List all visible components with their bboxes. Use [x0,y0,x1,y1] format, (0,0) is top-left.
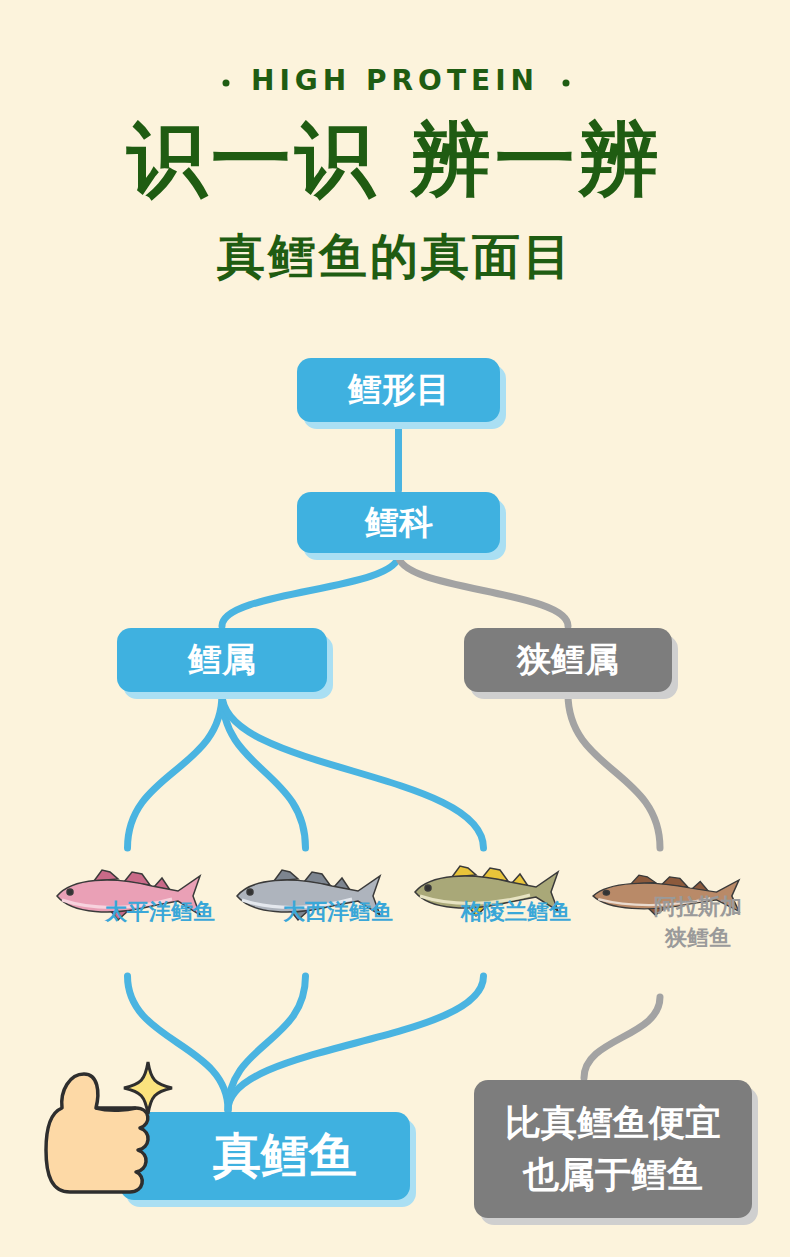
sparkle-icon [124,1062,172,1114]
node-label: 真鳕鱼 [213,1124,357,1188]
species-node: 格陵兰鳕鱼 [396,850,571,974]
genus-box: 鳕属 [117,628,327,692]
note-box: 比真鳕鱼便宜 也属于鳕鱼 [474,1080,752,1218]
connector [128,694,223,848]
title: 识一识 辨一辨 [0,112,790,208]
node-label: 阿拉斯加 狭鳕鱼 [650,892,745,954]
node-label: 狭鳕属 [517,637,619,683]
family-box: 鳕科 [297,492,500,553]
tagline: HIGH PROTEIN [0,64,790,98]
node-label: 大西洋鳕鱼 [283,897,393,928]
node-label: 太平洋鳕鱼 [105,897,215,928]
title-dot [563,80,570,87]
node-label: 鳕科 [365,500,433,546]
species-node: 阿拉斯加 狭鳕鱼 [575,850,745,995]
connector [222,555,399,626]
connector [584,997,660,1078]
node-label: 鳕形目 [348,367,450,413]
title-dot [223,80,230,87]
connector [128,976,229,1110]
connector [399,555,569,626]
subtitle: 真鳕鱼的真面目 [0,228,790,286]
node-label: 格陵兰鳕鱼 [461,897,571,928]
result-box: 真鳕鱼 [120,1112,410,1200]
connector [568,694,660,848]
order-box: 鳕形目 [297,358,500,422]
thumbs-up-icon [46,1074,148,1192]
connector [395,424,402,490]
connector [228,976,484,1110]
species-node: 大西洋鳕鱼 [218,850,393,974]
species-node: 太平洋鳕鱼 [40,850,215,974]
genus-box: 狭鳕属 [464,628,672,692]
connector [222,694,484,848]
node-label: 比真鳕鱼便宜 也属于鳕鱼 [501,1097,724,1201]
node-label: 鳕属 [188,637,256,683]
